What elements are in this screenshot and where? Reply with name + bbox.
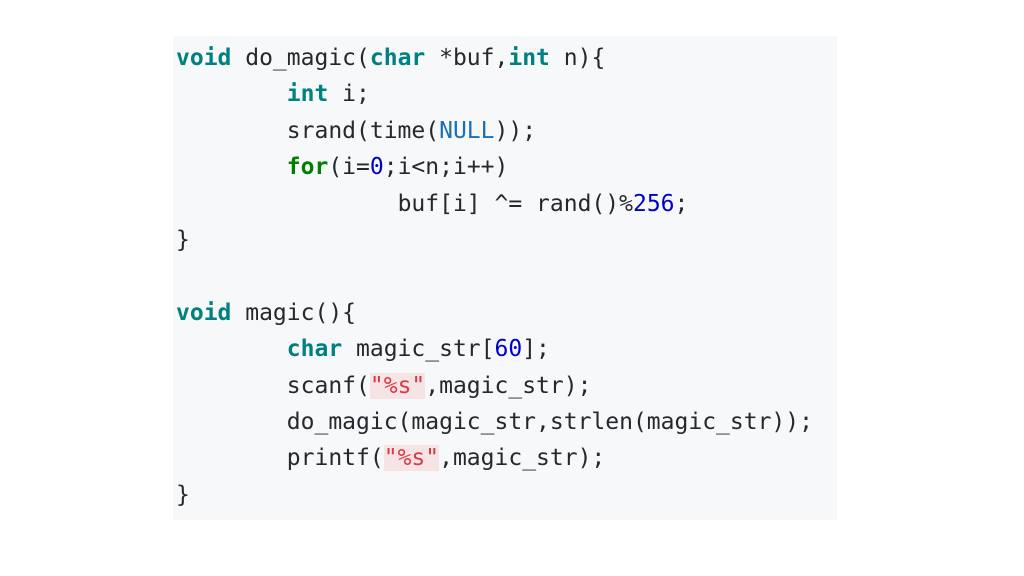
- code-line: int i;: [176, 76, 813, 112]
- indent: [176, 445, 287, 471]
- code-token: (i=: [328, 154, 370, 181]
- code-line: do_magic(magic_str,strlen(magic_str));: [176, 404, 813, 440]
- number-token: 60: [494, 336, 523, 363]
- code-token: ;: [674, 190, 689, 217]
- code-token: *buf,: [425, 45, 509, 71]
- code-token: }: [176, 481, 190, 508]
- code-line: }: [176, 222, 813, 258]
- code-line: srand(time(NULL));: [176, 113, 813, 149]
- code-token: ));: [494, 117, 537, 144]
- control-keyword-token: for: [286, 154, 329, 181]
- indent: [176, 154, 287, 180]
- code-token: magic(){: [231, 299, 357, 326]
- code-line: }: [176, 477, 813, 513]
- string-token: "%s": [383, 445, 440, 472]
- code-token: srand(time(: [286, 117, 440, 144]
- indent: [176, 118, 287, 144]
- indent: [176, 81, 287, 107]
- code-block: void do_magic(char *buf,int n){ int i; s…: [173, 36, 837, 520]
- code-token: ,magic_str);: [439, 445, 606, 472]
- code-line: scanf("%s",magic_str);: [176, 368, 813, 404]
- indent: [176, 191, 398, 217]
- code-token: buf[i] ^= rand()%: [397, 190, 633, 217]
- keyword-token: int: [508, 45, 550, 71]
- string-token: "%s": [369, 372, 426, 399]
- code-token: ;i<n;i++): [383, 154, 509, 181]
- code-listing: void do_magic(char *buf,int n){ int i; s…: [176, 40, 813, 513]
- constant-token: NULL: [439, 117, 495, 144]
- code-token: ];: [522, 336, 550, 363]
- code-line: printf("%s",magic_str);: [176, 440, 813, 476]
- code-line: for(i=0;i<n;i++): [176, 149, 813, 185]
- code-token: do_magic(: [231, 45, 370, 71]
- code-line: char magic_str[60];: [176, 331, 813, 367]
- indent: [176, 336, 287, 362]
- code-token: do_magic(magic_str,strlen(magic_str));: [286, 408, 813, 435]
- code-line: void do_magic(char *buf,int n){: [176, 40, 813, 76]
- code-line: void magic(){: [176, 295, 813, 331]
- code-token: i;: [328, 81, 370, 108]
- code-token: }: [176, 226, 190, 253]
- code-token: scanf(: [286, 372, 370, 399]
- indent: [176, 373, 287, 399]
- keyword-token: char: [286, 336, 343, 363]
- keyword-token: int: [286, 81, 329, 108]
- number-token: 256: [632, 190, 675, 217]
- keyword-token: void: [176, 45, 232, 71]
- code-token: ,magic_str);: [425, 372, 592, 399]
- keyword-token: void: [176, 299, 232, 326]
- code-line: [176, 258, 813, 294]
- code-token: printf(: [286, 445, 384, 472]
- code-token: magic_str[: [342, 336, 495, 363]
- code-line: buf[i] ^= rand()%256;: [176, 186, 813, 222]
- indent: [176, 409, 287, 435]
- number-token: 0: [369, 154, 384, 181]
- keyword-token: char: [369, 45, 426, 71]
- code-token: n){: [549, 45, 606, 71]
